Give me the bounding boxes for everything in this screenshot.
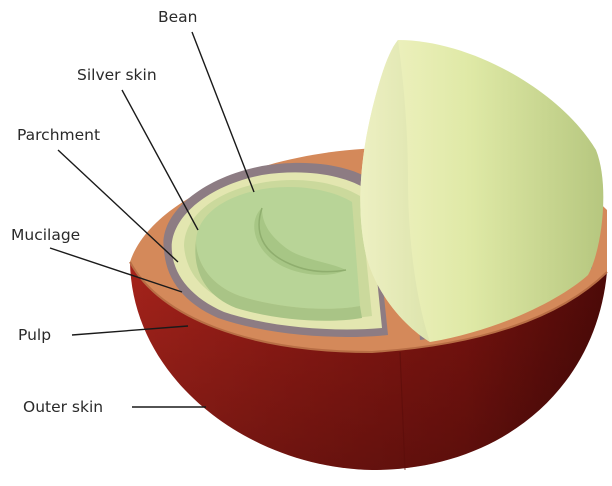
leader-bean bbox=[192, 32, 254, 192]
label-silver-skin: Silver skin bbox=[77, 66, 157, 84]
label-bean: Bean bbox=[158, 8, 198, 26]
leader-silver-skin bbox=[122, 90, 198, 230]
label-mucilage: Mucilage bbox=[11, 226, 80, 244]
label-parchment: Parchment bbox=[17, 126, 100, 144]
leader-parchment bbox=[58, 150, 178, 262]
label-outer-skin: Outer skin bbox=[23, 398, 103, 416]
label-pulp: Pulp bbox=[18, 326, 51, 344]
